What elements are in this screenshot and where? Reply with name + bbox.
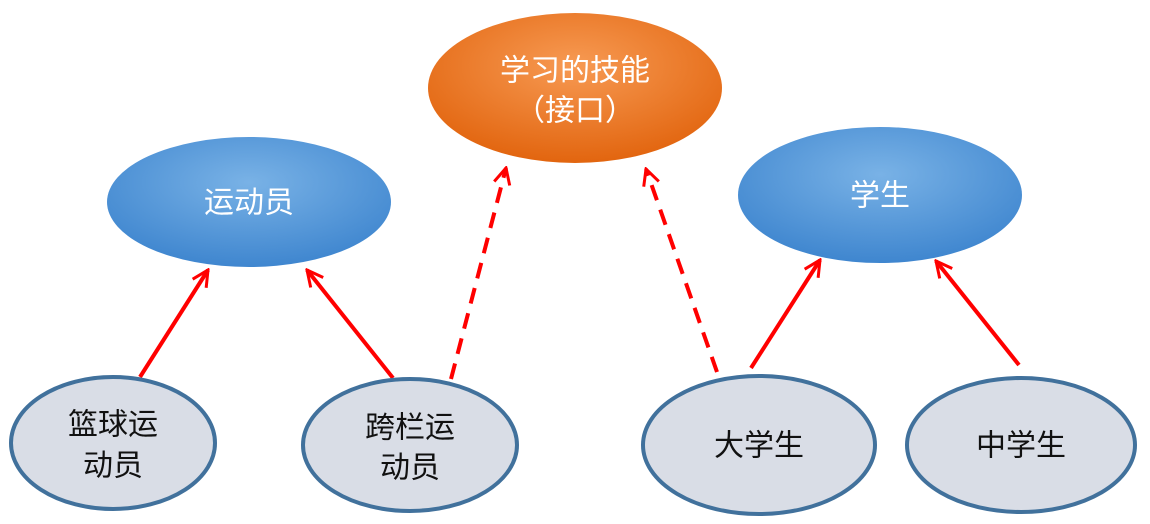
arrows [138,168,1021,380]
basketball-node-line2: 动员 [83,449,143,484]
interface-node: 学习的技能 （接口） [428,13,722,163]
hurdler-to-athlete-arrow [307,270,395,380]
student-node-label: 学生 [850,179,910,214]
basketball-to-athlete-arrow [138,270,208,379]
hurdler-to-interface-dashed-arrow [449,168,506,380]
hurdler-node-line1: 跨栏运 [365,411,455,446]
basketball-node-line1: 篮球运 [68,408,158,443]
college-to-interface-dashed-arrow [646,169,719,373]
athlete-node: 运动员 [107,137,391,267]
middle-school-student-node: 中学生 [905,376,1137,514]
interface-node-line2: （接口） [515,94,635,129]
basketball-player-node: 篮球运 动员 [9,375,217,511]
college-student-node: 大学生 [641,374,877,516]
hurdler-node: 跨栏运 动员 [301,377,519,513]
middle-school-node-label: 中学生 [976,429,1066,464]
college-node-label: 大学生 [714,429,804,464]
interface-node-line1: 学习的技能 [500,54,650,89]
hurdler-node-line2: 动员 [380,451,440,486]
student-node: 学生 [738,127,1022,263]
college-to-student-arrow [749,260,820,370]
athlete-node-label: 运动员 [204,186,294,221]
middle-school-to-student-arrow [936,261,1021,367]
